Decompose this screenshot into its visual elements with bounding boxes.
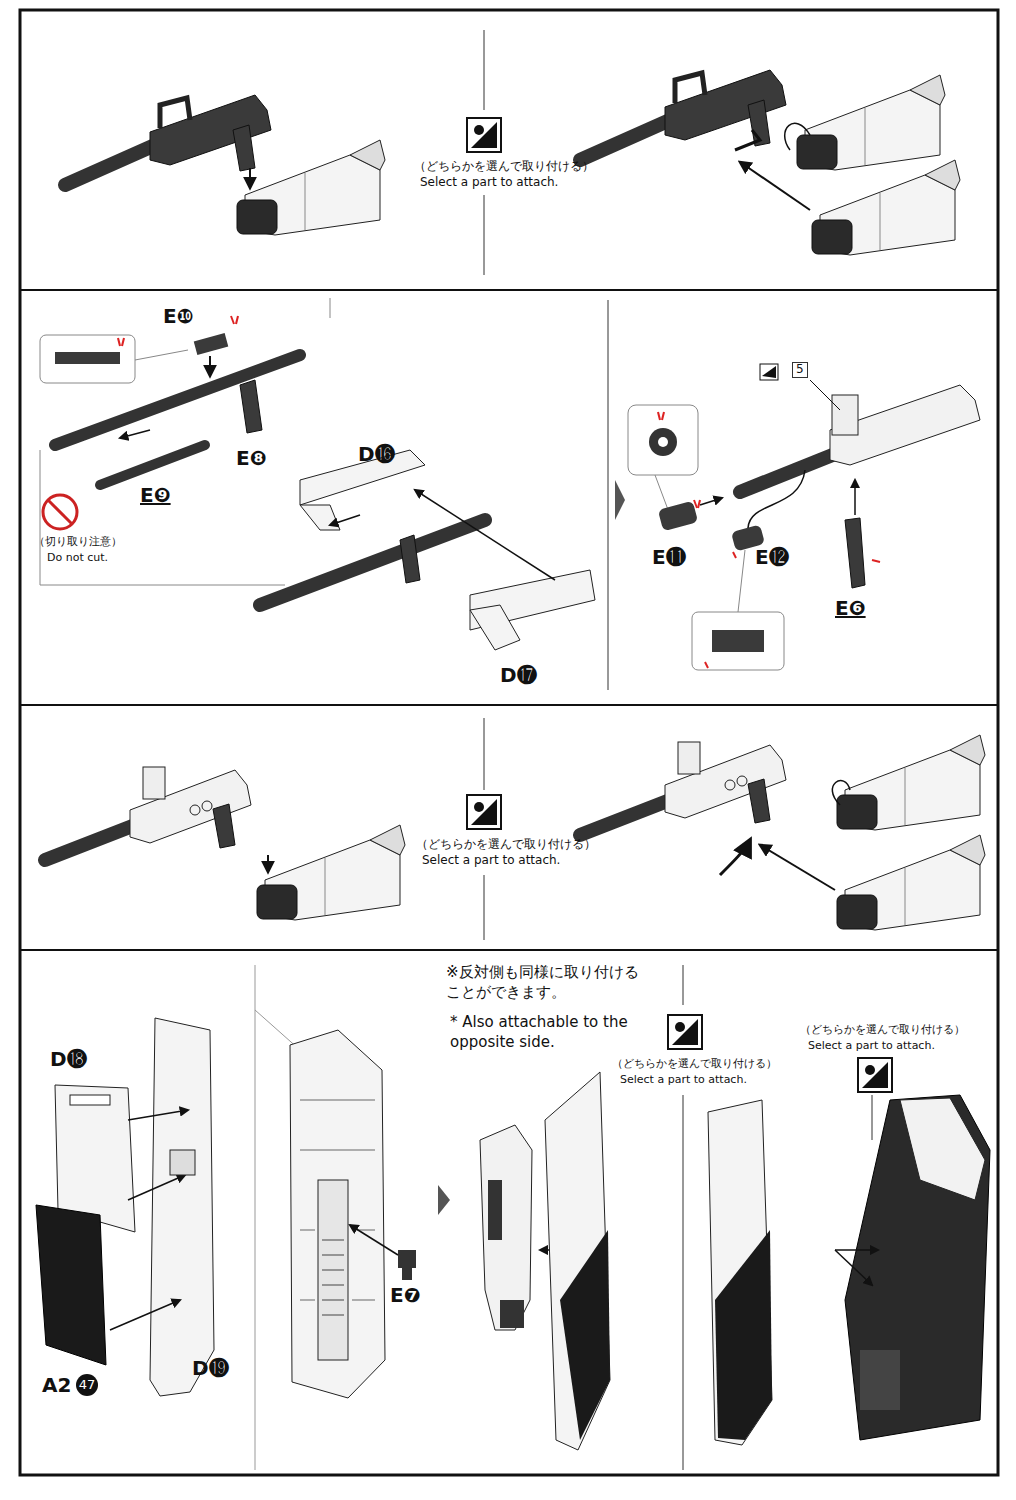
part-number: E❾ xyxy=(140,484,171,507)
part-number: D⓰ xyxy=(358,443,395,466)
instruction-text: （切り取り注意） xyxy=(34,536,122,549)
part-number: E❼ xyxy=(390,1284,421,1307)
part-number: E❻ xyxy=(835,597,866,620)
part-number: D⓱ xyxy=(500,664,537,687)
instruction-text: （どちらかを選んで取り付ける） xyxy=(612,1058,777,1071)
instruction-text: Select a part to attach. xyxy=(808,1040,935,1053)
instruction-text: Do not cut. xyxy=(47,552,108,565)
instruction-text: Select a part to attach. xyxy=(422,854,560,868)
instruction-text: （どちらかを選んで取り付ける） xyxy=(800,1024,965,1037)
instruction-text: （どちらかを選んで取り付ける） xyxy=(416,838,596,852)
part-number: E⓬ xyxy=(755,546,789,569)
part-number: E⓫ xyxy=(652,546,686,569)
part-number: D⓳ xyxy=(192,1357,229,1380)
part-number: D⓲ xyxy=(50,1048,87,1071)
instruction-text: Select a part to attach. xyxy=(420,176,558,190)
part-number: A2 xyxy=(42,1374,71,1397)
part-number: E❿ xyxy=(163,305,194,328)
instruction-text: Select a part to attach. xyxy=(620,1074,747,1087)
sticker-number: 5 xyxy=(792,362,808,378)
part-number: 47 xyxy=(76,1374,98,1396)
part-number: E❽ xyxy=(236,447,267,470)
instruction-text: （どちらかを選んで取り付ける） xyxy=(414,160,594,174)
instruction-text: ※反対側も同様に取り付けることができます。 xyxy=(446,963,651,1002)
instruction-text: * Also attachable to the opposite side. xyxy=(450,1013,650,1052)
